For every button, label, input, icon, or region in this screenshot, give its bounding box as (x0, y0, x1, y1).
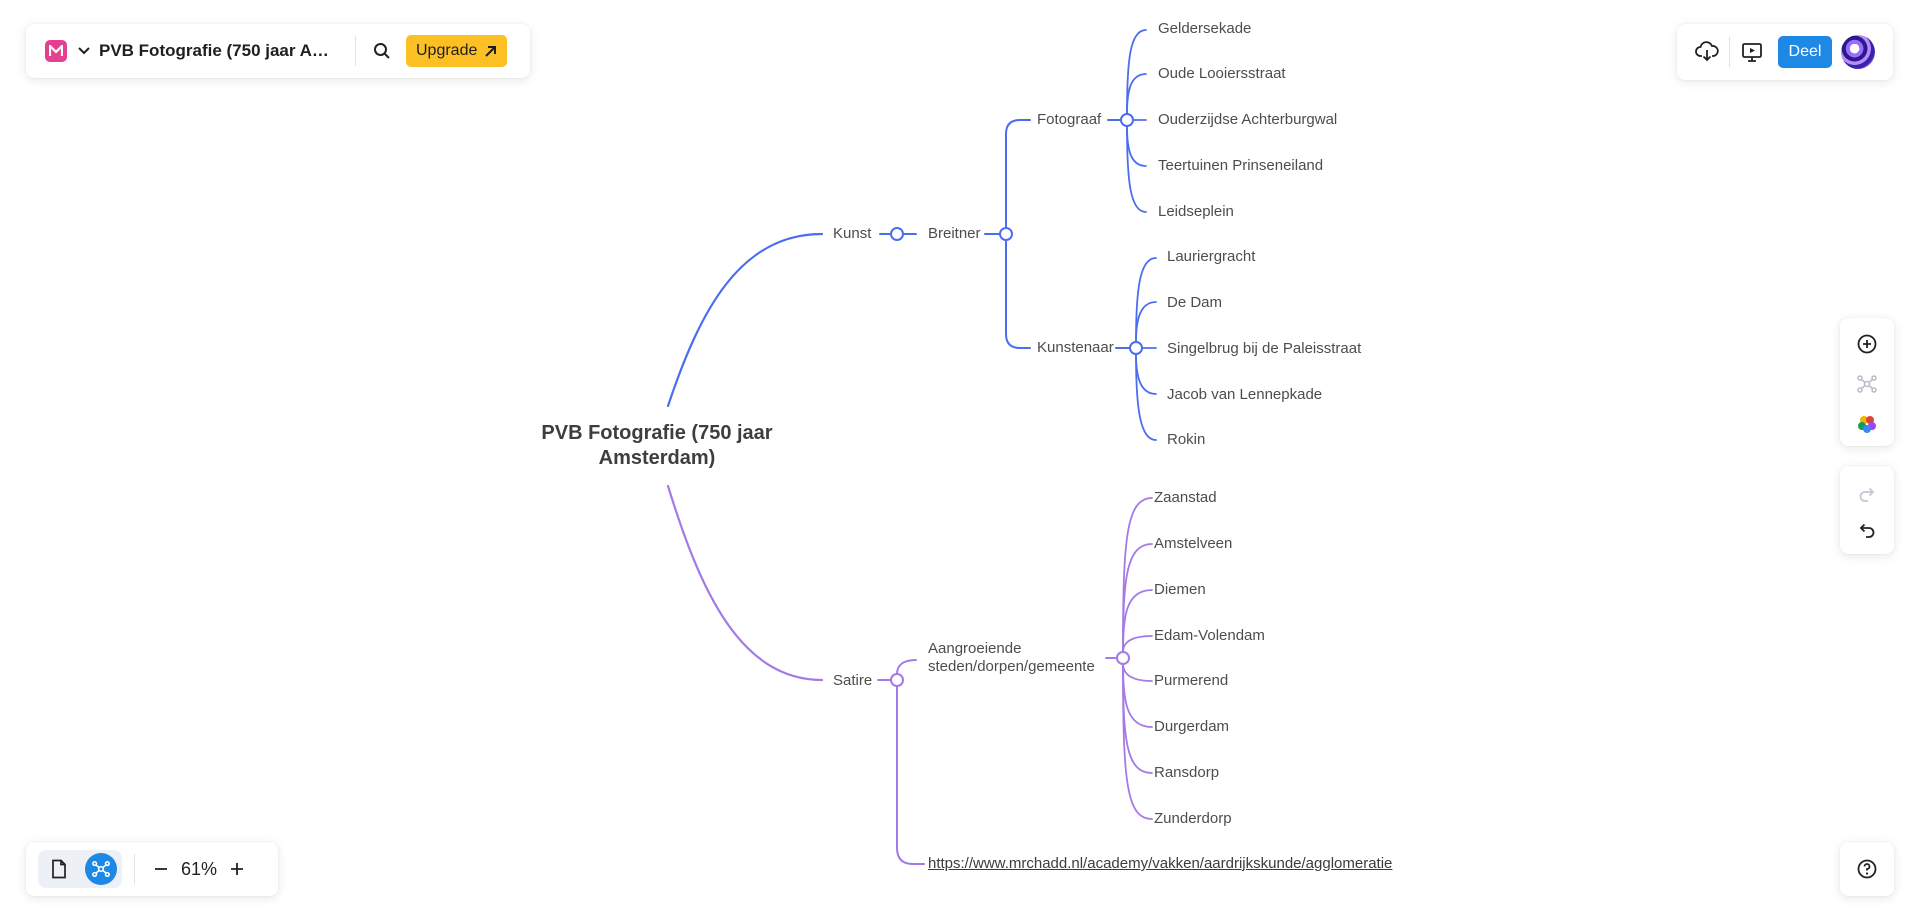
topic-aangroeiende-line-2: steden/dorpen/gemeente (928, 658, 1095, 675)
topic-edam-volendam[interactable]: Edam-Volendam (1154, 627, 1265, 644)
topic-kunstenaar[interactable]: Kunstenaar (1037, 339, 1114, 356)
topic-lauriergracht[interactable]: Lauriergracht (1167, 248, 1256, 265)
share-button[interactable]: Deel (1778, 36, 1832, 68)
share-toolbar: Deel (1677, 24, 1893, 80)
search-icon[interactable] (370, 39, 394, 63)
topic-aangroeiende-line-1: Aangroeiende (928, 640, 1022, 657)
topic-jacob-van-lennepkade[interactable]: Jacob van Lennepkade (1167, 386, 1323, 403)
arrow-up-right-icon (485, 45, 497, 57)
topic-teertuinen-prinseneiland[interactable]: Teertuinen Prinseneiland (1158, 157, 1324, 174)
chevron-down-icon[interactable] (77, 44, 91, 58)
document-toolbar: PVB Fotografie (750 jaar Amsterdam) Upgr… (26, 24, 530, 78)
topic-satire[interactable]: Satire (833, 672, 873, 689)
topic-singelbrug[interactable]: Singelbrug bij de Paleisstraat (1167, 340, 1362, 357)
topic-kunst[interactable]: Kunst (833, 225, 872, 242)
avatar[interactable] (1841, 35, 1875, 69)
topic-breitner[interactable]: Breitner (928, 225, 981, 242)
root-topic[interactable]: PVB Fotografie (750 jaar Amsterdam) (537, 421, 777, 471)
document-title[interactable]: PVB Fotografie (750 jaar Amsterdam) (99, 41, 343, 60)
topic-rokin[interactable]: Rokin (1167, 431, 1206, 448)
topic-leidseplein[interactable]: Leidseplein (1158, 203, 1234, 220)
topic-oude-looiersstraat[interactable]: Oude Looiersstraat (1158, 65, 1286, 82)
topic-ouderzijdse-achterburgwal[interactable]: Ouderzijdse Achterburgwal (1158, 111, 1338, 128)
topic-purmerend[interactable]: Purmerend (1154, 672, 1229, 689)
topic-de-dam[interactable]: De Dam (1167, 294, 1223, 311)
mindmap-icon[interactable] (85, 853, 117, 885)
topic-zunderdorp[interactable]: Zunderdorp (1154, 810, 1232, 827)
root-topic-line-2: Amsterdam) (598, 447, 716, 469)
topic-geldersekade[interactable]: Geldersekade (1158, 20, 1252, 37)
undo-icon[interactable] (1851, 514, 1883, 546)
divider (134, 854, 135, 884)
structure-icon[interactable] (1851, 368, 1883, 400)
help-icon[interactable] (1851, 853, 1883, 885)
divider (1729, 37, 1730, 67)
zoom-toolbar: 61% (26, 842, 278, 896)
topic-fotograaf[interactable]: Fotograaf (1037, 111, 1102, 128)
topic-diemen[interactable]: Diemen (1154, 581, 1206, 598)
topic-link[interactable]: https://www.mrchadd.nl/academy/vakken/aa… (928, 855, 1393, 872)
presentation-icon[interactable] (1736, 36, 1768, 68)
document-icon[interactable] (43, 853, 75, 885)
help-panel (1840, 842, 1894, 896)
topic-amstelveen[interactable]: Amstelveen (1154, 535, 1233, 552)
topic-zaanstad[interactable]: Zaanstad (1154, 489, 1217, 506)
plus-icon[interactable] (221, 853, 253, 885)
topic-aangroeiende[interactable]: Aangroeiende steden/dorpen/gemeente (928, 640, 1095, 676)
zoom-level: 61% (180, 858, 218, 879)
history-toolbar (1840, 466, 1894, 554)
redo-icon[interactable] (1851, 478, 1883, 510)
topic-durgerdam[interactable]: Durgerdam (1154, 718, 1230, 735)
color-palette-icon[interactable] (1851, 408, 1883, 440)
mindmap-logo-icon[interactable] (45, 40, 67, 62)
insert-toolbar (1840, 318, 1894, 446)
upgrade-label: Upgrade (416, 42, 478, 59)
upgrade-button[interactable]: Upgrade (406, 35, 508, 67)
topic-ransdorp[interactable]: Ransdorp (1154, 764, 1220, 781)
root-topic-line-1: PVB Fotografie (750 jaar (541, 422, 773, 444)
plus-circle-icon[interactable] (1851, 328, 1883, 360)
minus-icon[interactable] (145, 853, 177, 885)
cloud-download-icon[interactable] (1691, 36, 1723, 68)
divider (355, 36, 356, 66)
view-toggle (38, 850, 122, 888)
